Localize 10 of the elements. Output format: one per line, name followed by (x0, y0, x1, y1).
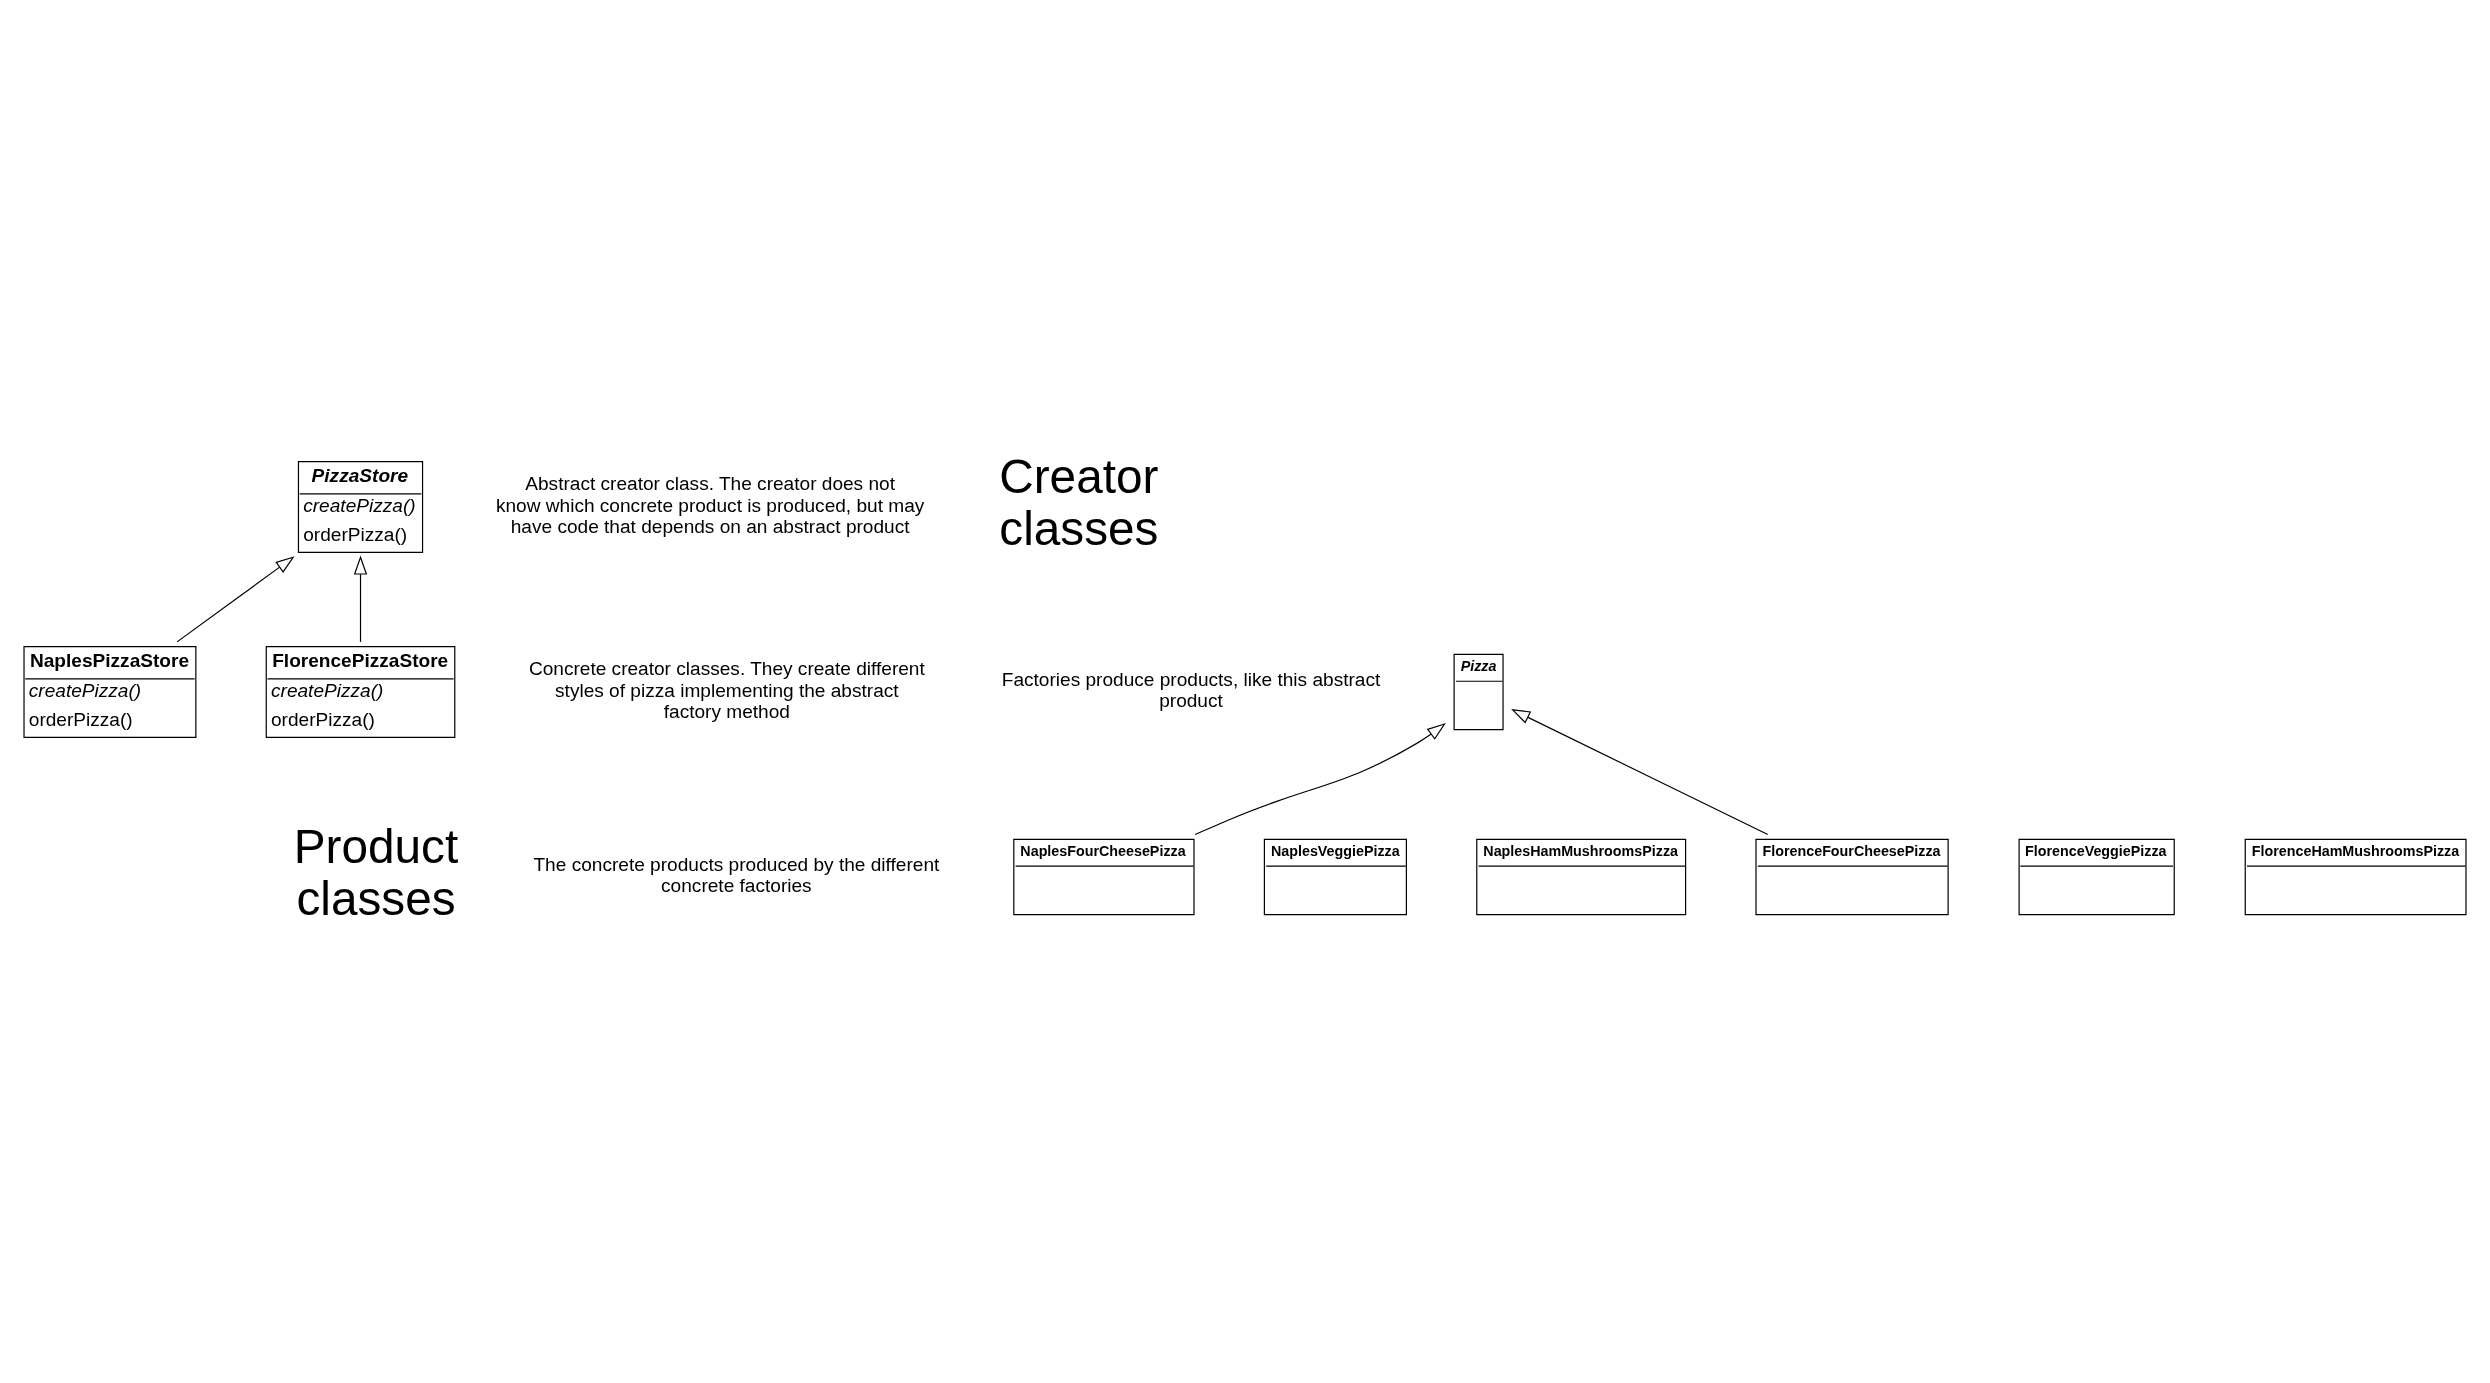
label: The concrete products produced by the different concrete factories (533, 853, 940, 896)
label: Creator classes (999, 449, 1159, 555)
arrow (1511, 708, 1769, 835)
arrow (353, 555, 368, 642)
label: Abstract creator class. The creator does not know which concrete product is produced, but may have code that depends on an abstract product (495, 472, 925, 537)
label: Factories produce products, like this abstract product (1001, 668, 1381, 711)
label: Concrete creator classes. They create different styles of pizza implementing the abstract factory method (528, 657, 925, 722)
label: Product classes (293, 819, 459, 925)
arrow (1194, 722, 1446, 835)
arrow (176, 555, 295, 642)
